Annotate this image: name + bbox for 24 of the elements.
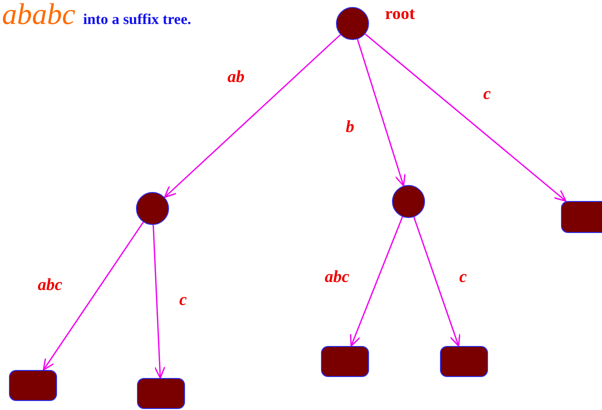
leaf-box [321, 346, 369, 377]
leaf-box [9, 370, 57, 401]
leaf-box [440, 346, 488, 377]
leaf-box [137, 378, 185, 409]
edge-label: c [459, 267, 467, 287]
title: ababc into a suffix tree. [2, 0, 192, 30]
arrow [350, 216, 404, 347]
arrow [364, 34, 566, 202]
node-label: root [385, 4, 415, 24]
tree-node-circle [336, 7, 369, 40]
arrow [42, 222, 144, 371]
tree-node-circle [136, 192, 169, 225]
leaf-box [561, 201, 602, 233]
arrow [152, 224, 166, 379]
tree-node-circle [392, 185, 425, 218]
arrow [413, 216, 460, 347]
edge-label: c [483, 84, 491, 104]
arrow [356, 39, 406, 186]
edge-label: c [179, 290, 187, 310]
arrow [164, 34, 341, 198]
edge-label: ab [228, 67, 244, 87]
edge-label: abc [324, 267, 350, 287]
edge-label: abc [38, 275, 62, 295]
edge-label: b [346, 117, 354, 137]
